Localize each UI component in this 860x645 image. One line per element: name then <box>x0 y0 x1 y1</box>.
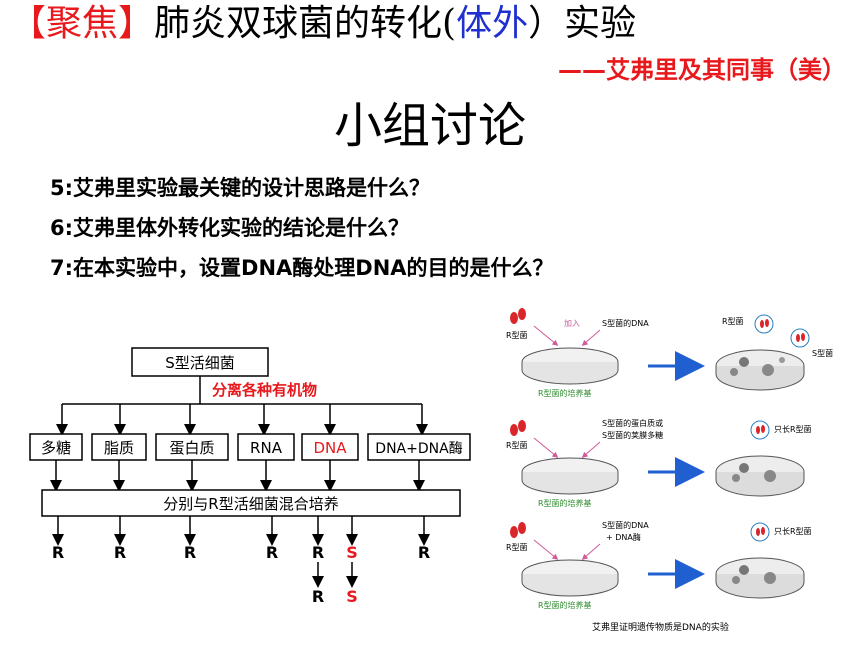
component-label: RNA <box>250 439 283 457</box>
top-box-label: S型活细菌 <box>165 354 235 372</box>
result-side-label: S型菌 <box>812 348 833 358</box>
component-box-protein <box>155 433 229 461</box>
result-arrows <box>52 516 430 546</box>
flowchart-diagram: S型活细菌 分离各种有机物 多糖 脂质 蛋白质 RNA DNA DNA+DNA酶… <box>29 347 471 606</box>
separate-label: 分离各种有机物 <box>212 381 317 399</box>
row-left-label: R型菌 <box>506 542 528 552</box>
row-left-label: R型菌 <box>506 440 528 450</box>
component-box-dna-dnase <box>367 433 471 461</box>
illustration-caption: 艾弗里证明遗传物质是DNA的实验 <box>592 621 729 633</box>
question-5: 5:艾弗里实验最关键的设计思路是什么？ <box>50 176 431 200</box>
result-s: S <box>346 543 358 562</box>
bacteria-icon <box>510 522 526 538</box>
plate-label: R型菌的培养基 <box>538 388 592 398</box>
title-bracket-close: 】 <box>118 3 155 44</box>
component-label: DNA <box>313 439 347 457</box>
bacteria-icon <box>510 420 526 436</box>
title-focus: 聚焦 <box>46 3 119 44</box>
component-box-lipid <box>91 433 147 461</box>
title-main: 肺炎双球菌的转化( <box>154 3 457 44</box>
plate-label: R型菌的培养基 <box>538 498 592 508</box>
result-r: R <box>266 543 278 562</box>
mix-arrows <box>50 460 425 492</box>
row-left-label: R型菌 <box>506 330 528 340</box>
component-label: 多糖 <box>41 439 71 457</box>
row-substance-line-2: S型菌的荚膜多糖 <box>602 430 663 440</box>
experiment-illustration: R型菌 加入 S型菌的DNA R型菌的培养基 R型菌 S型菌 R型菌 S型菌的蛋… <box>506 308 833 633</box>
result-r: R <box>52 543 64 562</box>
row-substance-line-2: + DNA酶 <box>606 532 641 542</box>
row-substance-line-1: S型菌的DNA <box>602 520 649 530</box>
discussion-heading: 小组讨论 <box>333 98 526 154</box>
sub-result-arrows <box>312 562 358 588</box>
sub-result-s: S <box>346 587 358 606</box>
branch-arrows <box>56 404 428 436</box>
title-blue: 体外 <box>456 3 529 44</box>
title-end: ）实验 <box>528 3 637 44</box>
add-label: 加入 <box>564 318 580 328</box>
result-r: R <box>114 543 126 562</box>
row-substance-line-1: S型菌的蛋白质或 <box>602 418 663 428</box>
question-7: 7:在本实验中，设置DNA酶处理DNA的目的是什么？ <box>50 256 554 280</box>
experiment-row-3: R型菌 S型菌的DNA + DNA酶 R型菌的培养基 只长R型菌 <box>506 520 812 610</box>
component-box-dna <box>301 433 359 461</box>
question-6: 6:艾弗里体外转化实验的结论是什么？ <box>50 216 410 240</box>
component-label: DNA+DNA酶 <box>375 441 462 457</box>
experiment-row-1: R型菌 加入 S型菌的DNA R型菌的培养基 R型菌 S型菌 <box>506 308 833 398</box>
result-top-label: R型菌 <box>722 316 744 326</box>
component-label: 蛋白质 <box>169 439 214 457</box>
result-side-label: 只长R型菌 <box>774 526 812 536</box>
sub-result-r: R <box>312 587 324 606</box>
result-r: R <box>418 543 430 562</box>
top-box <box>131 347 269 377</box>
row-substance: S型菌的DNA <box>602 318 649 328</box>
result-r: R <box>184 543 196 562</box>
bacteria-icon <box>510 308 526 324</box>
mix-box <box>41 489 461 517</box>
experiment-row-2: R型菌 S型菌的蛋白质或 S型菌的荚膜多糖 R型菌的培养基 只长R型菌 <box>506 418 812 508</box>
plate-label: R型菌的培养基 <box>538 600 592 610</box>
result-r: R <box>312 543 324 562</box>
title-bracket-open: 【 <box>10 3 47 44</box>
slide-subtitle: ——艾弗里及其同事（美） <box>558 56 846 84</box>
slide-title: 【聚焦】肺炎双球菌的转化(体外）实验 <box>10 2 636 46</box>
component-label: 脂质 <box>104 439 134 457</box>
result-side-label: 只长R型菌 <box>774 424 812 434</box>
mix-box-label: 分别与R型活细菌混合培养 <box>163 495 338 513</box>
